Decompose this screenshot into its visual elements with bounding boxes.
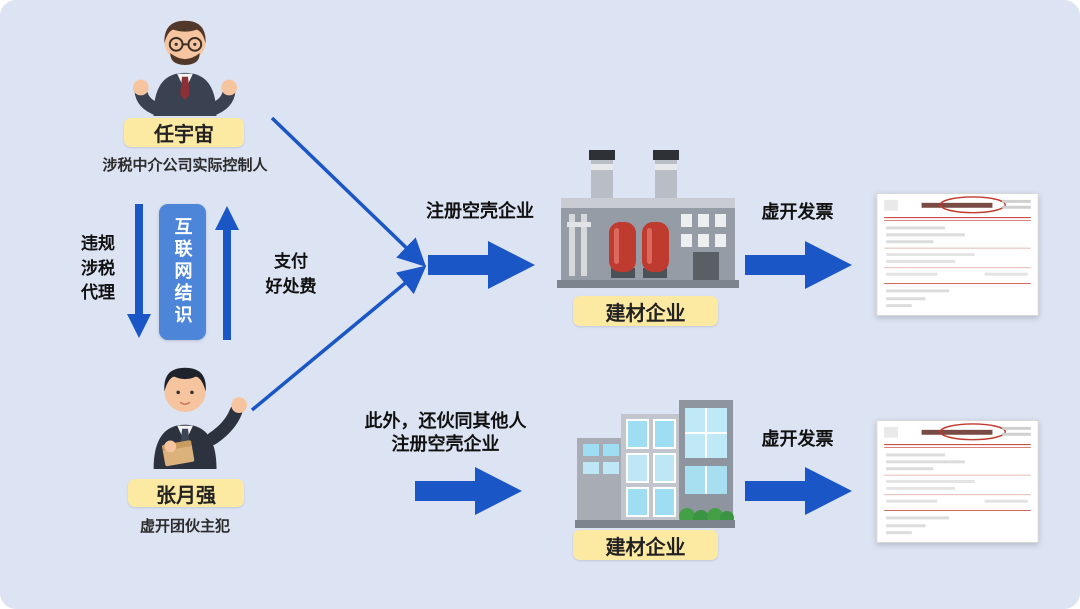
flow-top-label: 注册空壳企业 [426, 201, 534, 221]
arrow-down-icon [127, 204, 151, 338]
flow-bottom-note-line-2: 注册空壳企业 [391, 434, 500, 455]
relation-left-line-2: 涉税 [81, 258, 115, 278]
company-top-name: 建材企业 [605, 302, 686, 325]
arrow-right-icon [428, 241, 535, 289]
person-top-role: 涉税中介公司实际控制人 [102, 157, 268, 174]
relation-middle-box: 互联网结识 [159, 204, 206, 340]
person-bottom-name-label: 张月强 [128, 479, 244, 507]
person-top-name-label: 任宇宙 [124, 118, 244, 147]
relation-right-label: 支付 好处费 [248, 250, 334, 299]
company-top-label: 建材企业 [573, 296, 718, 326]
arrow-right-icon [415, 467, 522, 515]
person-bottom-name: 张月强 [156, 484, 216, 507]
person-bottom-role: 虚开团伙主犯 [139, 518, 230, 535]
person-bottom-icon [153, 367, 247, 469]
factory-top-icon [557, 150, 739, 288]
relation-left-line-1: 违规 [81, 234, 115, 253]
flow-bottom-note: 此外，还伙同其他人 注册空壳企业 [358, 410, 533, 457]
converging-lines [250, 116, 427, 412]
arrow-up-icon [215, 206, 239, 340]
person-top-icon [132, 20, 238, 116]
relation-right-line-2: 好处费 [265, 276, 317, 296]
invoice-bottom-action: 虚开发票 [761, 429, 834, 449]
company-bottom-name: 建材企业 [605, 536, 686, 559]
arrow-right-icon [745, 467, 852, 515]
arrow-right-icon [745, 241, 852, 289]
relation-middle-text: 互联网结识 [172, 217, 193, 327]
person-top-name: 任宇宙 [154, 124, 214, 146]
relation-left-line-3: 代理 [81, 283, 115, 303]
company-bottom-label: 建材企业 [573, 530, 718, 560]
invoice-bottom-icon [876, 420, 1039, 543]
factory-bottom-icon [575, 400, 735, 528]
invoice-top-icon [876, 193, 1039, 316]
relation-right-line-1: 支付 [274, 252, 308, 271]
flow-bottom-note-line-1: 此外，还伙同其他人 [364, 411, 527, 431]
relation-left-label: 违规 涉税 代理 [72, 232, 124, 306]
invoice-top-action: 虚开发票 [761, 202, 834, 222]
